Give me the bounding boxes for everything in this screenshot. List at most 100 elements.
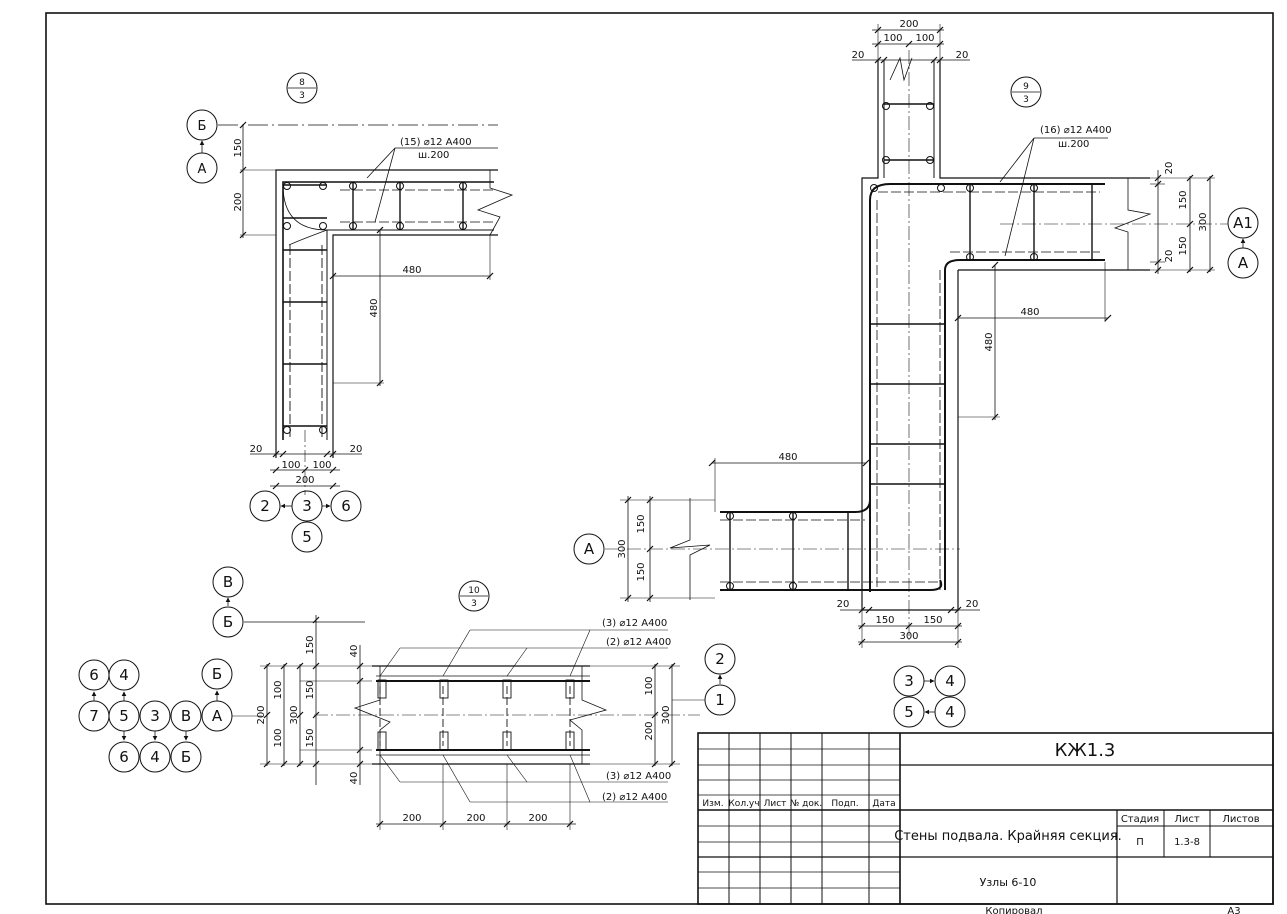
node-10-dim-r300: 300 — [661, 705, 672, 724]
node-10-detail — [78, 566, 736, 830]
node-8-bubble-2: 3 — [302, 497, 312, 515]
sheet-value: 1.3-8 — [1174, 837, 1200, 848]
node-8-dim-g: 100 — [281, 460, 300, 471]
sheets-header: Листов — [1222, 814, 1259, 825]
node-9-dim-h480: 480 — [1020, 307, 1039, 318]
node-8-bubble-4: 5 — [302, 528, 312, 546]
node-10-bubble-8: А — [212, 707, 223, 725]
node-10-number: 10 — [468, 586, 480, 596]
node-8-step: ш.200 — [418, 150, 449, 161]
node-10-right-axis-1: 2 — [715, 650, 725, 668]
col-header-podp: Подп. — [831, 799, 858, 809]
node-10-dim-b1: 200 — [402, 813, 421, 824]
col-header-kol: Кол.уч — [728, 799, 759, 809]
node-10-bubble-6: 3 — [150, 707, 160, 725]
node-10-axis-mid: Б — [223, 613, 233, 631]
node-9-dim-l-b: 150 — [636, 562, 647, 581]
node-9-dim-r-b: 150 — [1178, 190, 1189, 209]
node-9-dim-top-r: 100 — [915, 33, 934, 44]
node-9-bubble-2: 4 — [945, 672, 955, 690]
node-9-bubble-3: 5 — [904, 703, 914, 721]
node-9-dim-top-e-l: 20 — [852, 50, 865, 61]
node-9-bubble-4: 4 — [945, 703, 955, 721]
node-9-dim-v480: 480 — [984, 332, 995, 351]
node-8-detail — [186, 72, 514, 553]
sheet-code: КЖ1.3 — [1055, 740, 1116, 761]
node-10-axis-top: В — [223, 573, 233, 591]
node-9-bubble-1: 3 — [904, 672, 914, 690]
node-10-dim-l150a: 150 — [305, 635, 316, 654]
node-9-dim-top-total: 200 — [899, 19, 918, 30]
col-header-list: Лист — [764, 799, 787, 809]
node-8-dim-f: 20 — [350, 444, 363, 455]
copied-label: Копировал — [985, 906, 1042, 914]
node-9-dim-b-e-r: 20 — [966, 599, 979, 610]
col-header-doc: № док. — [790, 799, 822, 809]
node-9-axis-right-top: А1 — [1233, 214, 1253, 232]
node-8-dim-b: 200 — [233, 192, 244, 211]
node-9-dim-l-a: 150 — [636, 514, 647, 533]
node-10-bubble-7: В — [181, 707, 191, 725]
node-9-axis-right-bottom: А — [1238, 254, 1249, 272]
node-9-rebar: (16) ⌀12 А400 — [1040, 125, 1112, 136]
node-9-dim-b-total: 300 — [899, 631, 918, 642]
node-10-dim-b3: 200 — [528, 813, 547, 824]
sheet-frame — [45, 12, 1274, 905]
node-10-bubble-3: Б — [212, 665, 222, 683]
title-block-text: КЖ1.3 Стены подвала. Крайняя секция. Узл… — [702, 740, 1259, 914]
node-10-dim-l100b: 100 — [273, 728, 284, 747]
node-10-bubble-9: 6 — [119, 748, 129, 766]
node-9-dim-l-total: 300 — [617, 539, 628, 558]
node-8-dim-a: 150 — [233, 138, 244, 157]
node-9-dim-top-e-r: 20 — [956, 50, 969, 61]
node-8-dim-i: 200 — [295, 475, 314, 486]
node-9-dim-b-l: 150 — [875, 615, 894, 626]
node-8-labels: 8 3 Б А (15) ⌀12 А400 ш.200 150 200 480 … — [198, 78, 472, 546]
node-9-dim-left480: 480 — [778, 452, 797, 463]
node-10-bubble-4: 7 — [89, 707, 99, 725]
node-8-number: 8 — [299, 78, 305, 88]
node-10-dim-r100: 100 — [644, 676, 655, 695]
node-9-axis-left: А — [584, 540, 595, 558]
title-block — [697, 732, 1274, 905]
node-8-sheet: 3 — [299, 91, 305, 101]
node-10-sheet: 3 — [471, 599, 477, 609]
stage-header: Стадия — [1121, 814, 1159, 825]
node-10-bubble-1: 6 — [89, 666, 99, 684]
node-8-axis-top: Б — [198, 119, 207, 134]
node-9-dim-r-d: 20 — [1164, 250, 1175, 263]
node-10-rebar-bot-2: (2) ⌀12 А400 — [602, 792, 667, 803]
node-10-labels: 10 3 В Б (3) ⌀12 А400 (2) ⌀12 А400 (3) ⌀… — [89, 573, 725, 824]
node-10-dim-l40b: 40 — [349, 772, 360, 785]
node-9-step: ш.200 — [1058, 139, 1089, 150]
node-10-rebar-top-2: (2) ⌀12 А400 — [606, 637, 671, 648]
node-8-dim-d: 480 — [369, 298, 380, 317]
node-9-sheet: 3 — [1023, 95, 1029, 105]
node-8-dim-e: 20 — [250, 444, 263, 455]
node-10-dim-b2: 200 — [466, 813, 485, 824]
node-8-axis-bottom: А — [198, 162, 207, 177]
node-10-rebar-top-1: (3) ⌀12 А400 — [602, 618, 667, 629]
format-label: А3 — [1227, 906, 1240, 914]
node-10-dim-l300: 300 — [289, 705, 300, 724]
node-9-dim-top-l: 100 — [883, 33, 902, 44]
node-9-number: 9 — [1023, 82, 1029, 92]
node-10-right-axis-2: 1 — [715, 691, 725, 709]
col-header-data: Дата — [872, 799, 895, 809]
node-10-dim-l150b: 150 — [305, 680, 316, 699]
node-8-bubble-3: 6 — [341, 497, 351, 515]
node-9-dim-b-r: 150 — [923, 615, 942, 626]
stage-value: П — [1136, 837, 1144, 848]
node-10-bubble-2: 4 — [119, 666, 129, 684]
node-8-dim-h: 100 — [312, 460, 331, 471]
sheet-description: Стены подвала. Крайняя секция. — [894, 829, 1122, 844]
node-9-labels: 9 3 (16) ⌀12 А400 ш.200 200 100 100 20 2… — [584, 19, 1253, 721]
node-10-dim-l40a: 40 — [349, 645, 360, 658]
node-8-bubble-1: 2 — [260, 497, 270, 515]
node-9-dim-b-e-l: 20 — [837, 599, 850, 610]
node-10-dim-r200: 200 — [644, 721, 655, 740]
sheet-header: Лист — [1174, 814, 1200, 825]
node-10-dim-l150c: 150 — [305, 728, 316, 747]
node-9-dim-r-c: 150 — [1178, 236, 1189, 255]
